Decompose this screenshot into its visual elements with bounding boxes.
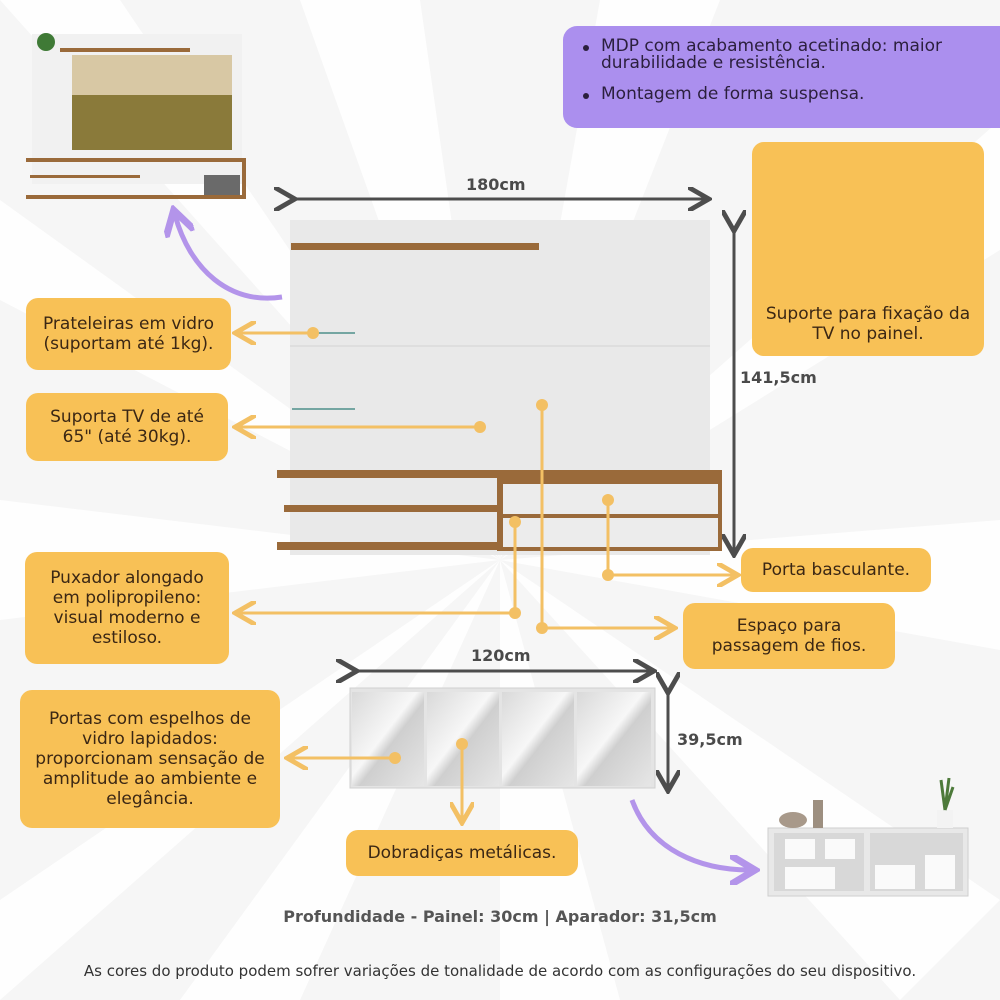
- callout-tilt-door: Porta basculante.: [741, 548, 931, 592]
- callout-text: Porta basculante.: [761, 560, 911, 580]
- sideboard-height-label: 39,5cm: [677, 730, 743, 749]
- callout-glass-shelves: Prateleiras em vidro (suportam até 1kg).: [26, 298, 231, 370]
- sideboard-room-thumbnail: [767, 777, 969, 897]
- panel-width-label: 180cm: [466, 175, 526, 194]
- sideboard-width-label: 120cm: [471, 646, 531, 665]
- callout-handle: Puxador alongado em polipropileno: visua…: [25, 552, 229, 664]
- tv-panel-drawing: [277, 220, 722, 555]
- callout-text: Espaço para passagem de fios.: [711, 616, 867, 656]
- callout-tv-support-kit: Suporte para fixação da TV no painel.: [752, 142, 984, 356]
- callout-text: Dobradiças metálicas.: [367, 843, 557, 863]
- features-box: MDP com acabamento acetinado: maior dura…: [563, 26, 1000, 128]
- feature-bullet: MDP com acabamento acetinado: maior dura…: [581, 38, 990, 72]
- callout-text: Suporte para fixação da TV no painel.: [765, 304, 971, 344]
- curve-arrow-to-sideboard-thumbnail: [629, 799, 750, 870]
- callout-cable-space: Espaço para passagem de fios.: [683, 603, 895, 669]
- depth-info: Profundidade - Painel: 30cm | Aparador: …: [283, 907, 717, 926]
- callout-hinges: Dobradiças metálicas.: [346, 830, 578, 876]
- callout-text: Prateleiras em vidro (suportam até 1kg).: [42, 314, 215, 354]
- color-disclaimer: As cores do produto podem sofrer variaçõ…: [83, 962, 917, 980]
- callout-text: Puxador alongado em polipropileno: visua…: [50, 568, 204, 648]
- sideboard-drawing: [349, 687, 656, 789]
- feature-bullet: Montagem de forma suspensa.: [581, 86, 990, 103]
- panel-height-label: 141,5cm: [740, 368, 817, 387]
- curve-arrow-to-panel-thumbnail: [175, 215, 283, 301]
- callout-text: Suporta TV de até 65" (até 30kg).: [50, 407, 204, 447]
- callout-mirror-doors: Portas com espelhos de vidro lapidados: …: [20, 690, 280, 828]
- callout-text: Portas com espelhos de vidro lapidados: …: [35, 709, 265, 809]
- callout-tv-capacity: Suporta TV de até 65" (até 30kg).: [26, 393, 228, 461]
- panel-room-thumbnail: [26, 33, 246, 199]
